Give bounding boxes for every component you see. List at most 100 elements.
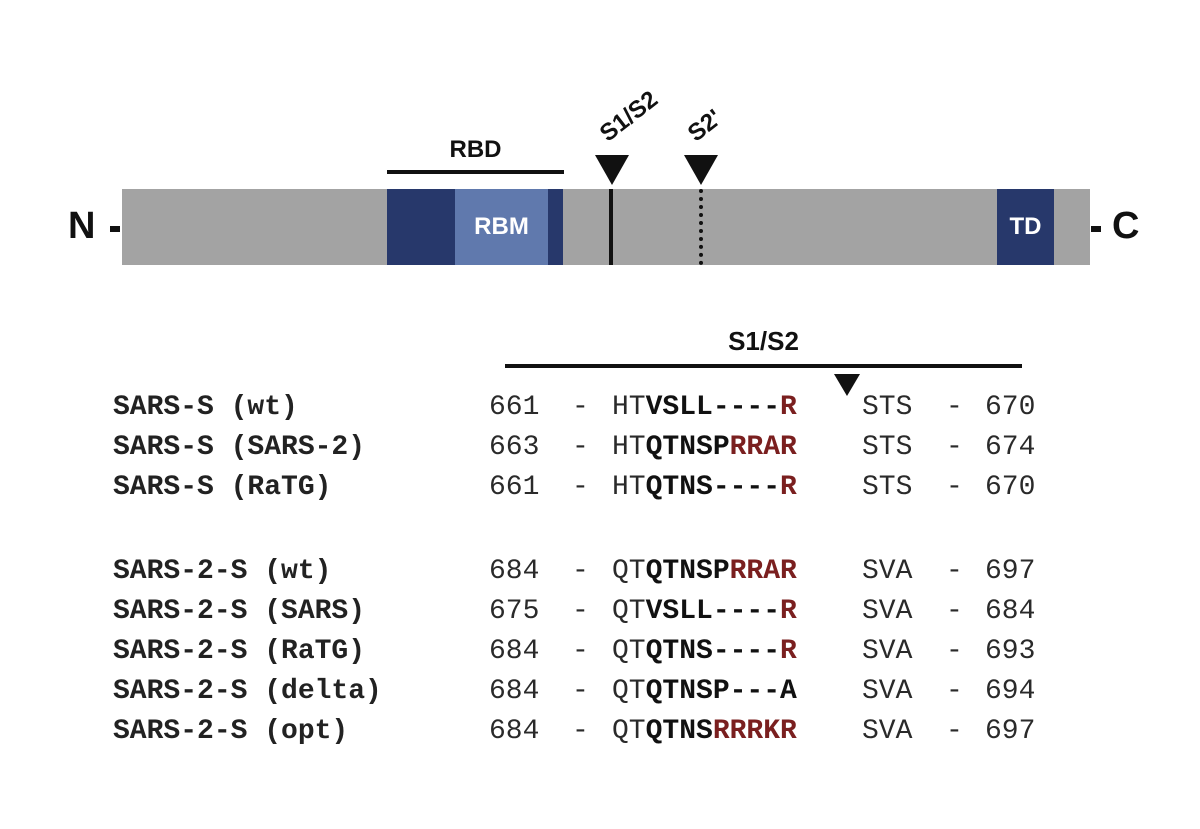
sequence-core: QTNS [645, 472, 713, 503]
construct-name: SARS-2-S (delta) [113, 676, 382, 707]
range-dash: - [946, 716, 963, 747]
sequence-prefix: QT [612, 716, 646, 747]
c-terminus-label: C [1112, 205, 1140, 247]
sequence-prefix: HT [612, 472, 646, 503]
sequence-core: QTNSP [645, 676, 730, 707]
range-dash: - [572, 596, 589, 627]
end-position: 674 [985, 432, 1036, 463]
cleavage-sequence: HTQTNS----R [612, 472, 797, 503]
cleavage-sequence: HTQTNSPRRAR [612, 432, 797, 463]
sequence-core: QTNS [645, 636, 713, 667]
sequence-tail: SVA [862, 596, 913, 627]
sequence-tail: SVA [862, 556, 913, 587]
td-label: TD [1009, 213, 1042, 240]
construct-name: SARS-2-S (opt) [113, 716, 349, 747]
rbd-bracket [387, 170, 564, 174]
basic-residues: RRRKR [712, 716, 797, 747]
construct-name: SARS-2-S (RaTG) [113, 636, 366, 667]
spike-protein-bar [122, 189, 1090, 265]
sequence-prefix: HT [612, 392, 646, 423]
sequence-prefix: QT [612, 596, 646, 627]
sequence-core: QTNSP [645, 556, 730, 587]
cleavage-sequence: QTQTNS----R [612, 636, 797, 667]
range-dash: - [572, 432, 589, 463]
construct-name: SARS-S (RaTG) [113, 472, 332, 503]
s1s2-site-label: S1/S2 [594, 85, 663, 148]
s2prime-site-label: S2' [682, 104, 728, 148]
range-dash: - [946, 556, 963, 587]
sequence-end-residue: A [780, 676, 797, 707]
s2prime-site-line [699, 189, 703, 265]
sequence-gap: ---- [712, 636, 781, 667]
basic-residues: R [780, 636, 797, 667]
range-dash: - [572, 636, 589, 667]
end-position: 697 [985, 716, 1036, 747]
alignment-header: S1/S2 [728, 326, 799, 356]
n-terminus-tick [110, 226, 120, 232]
start-position: 684 [489, 676, 540, 707]
sequence-tail: SVA [862, 676, 913, 707]
sequence-prefix: QT [612, 636, 646, 667]
sequence-core: VSLL [645, 392, 713, 423]
sequence-core: QTNSP [645, 432, 730, 463]
range-dash: - [946, 472, 963, 503]
sequence-tail: SVA [862, 636, 913, 667]
cleavage-sequence: QTQTNSRRRKR [612, 716, 797, 747]
construct-name: SARS-S (SARS-2) [113, 432, 366, 463]
start-position: 663 [489, 432, 540, 463]
basic-residues: RRAR [729, 432, 797, 463]
cleavage-sequence: QTQTNSP---A [612, 676, 797, 707]
sequence-tail: STS [862, 472, 913, 503]
start-position: 661 [489, 472, 540, 503]
rbd-label: RBD [449, 136, 502, 163]
range-dash: - [946, 392, 963, 423]
cleavage-sequence: QTQTNSPRRAR [612, 556, 797, 587]
end-position: 697 [985, 556, 1036, 587]
end-position: 670 [985, 472, 1036, 503]
range-dash: - [946, 636, 963, 667]
basic-residues: R [780, 392, 797, 423]
basic-residues: R [780, 472, 797, 503]
alignment-cleavage-marker [834, 374, 860, 396]
s1s2-cleavage-marker [595, 155, 629, 185]
rbm-label: RBM [474, 213, 529, 240]
rbm-domain: RBM [455, 189, 548, 265]
start-position: 684 [489, 716, 540, 747]
start-position: 675 [489, 596, 540, 627]
sequence-gap: --- [729, 676, 781, 707]
end-position: 670 [985, 392, 1036, 423]
c-terminus-tick [1091, 226, 1101, 232]
s2prime-cleavage-marker [684, 155, 718, 185]
basic-residues: RRAR [729, 556, 797, 587]
construct-name: SARS-2-S (wt) [113, 556, 332, 587]
alignment-header-bracket [505, 364, 1022, 368]
basic-residues: R [780, 596, 797, 627]
sequence-prefix: QT [612, 676, 646, 707]
range-dash: - [572, 392, 589, 423]
end-position: 693 [985, 636, 1036, 667]
sequence-tail: STS [862, 392, 913, 423]
sequence-gap: ---- [712, 472, 781, 503]
sequence-core: VSLL [645, 596, 713, 627]
start-position: 684 [489, 636, 540, 667]
end-position: 684 [985, 596, 1036, 627]
sequence-core: QTNS [645, 716, 713, 747]
sequence-gap: ---- [712, 596, 781, 627]
s1s2-site-line [609, 189, 613, 265]
range-dash: - [946, 676, 963, 707]
sequence-gap: ---- [712, 392, 781, 423]
sequence-tail: STS [862, 432, 913, 463]
start-position: 661 [489, 392, 540, 423]
cleavage-sequence: HTVSLL----R [612, 392, 797, 423]
range-dash: - [946, 596, 963, 627]
range-dash: - [572, 556, 589, 587]
range-dash: - [572, 716, 589, 747]
construct-name: SARS-S (wt) [113, 392, 298, 423]
range-dash: - [572, 676, 589, 707]
construct-name: SARS-2-S (SARS) [113, 596, 366, 627]
sequence-prefix: QT [612, 556, 646, 587]
cleavage-sequence: QTVSLL----R [612, 596, 797, 627]
n-terminus-label: N [68, 205, 96, 247]
range-dash: - [946, 432, 963, 463]
sequence-prefix: HT [612, 432, 646, 463]
